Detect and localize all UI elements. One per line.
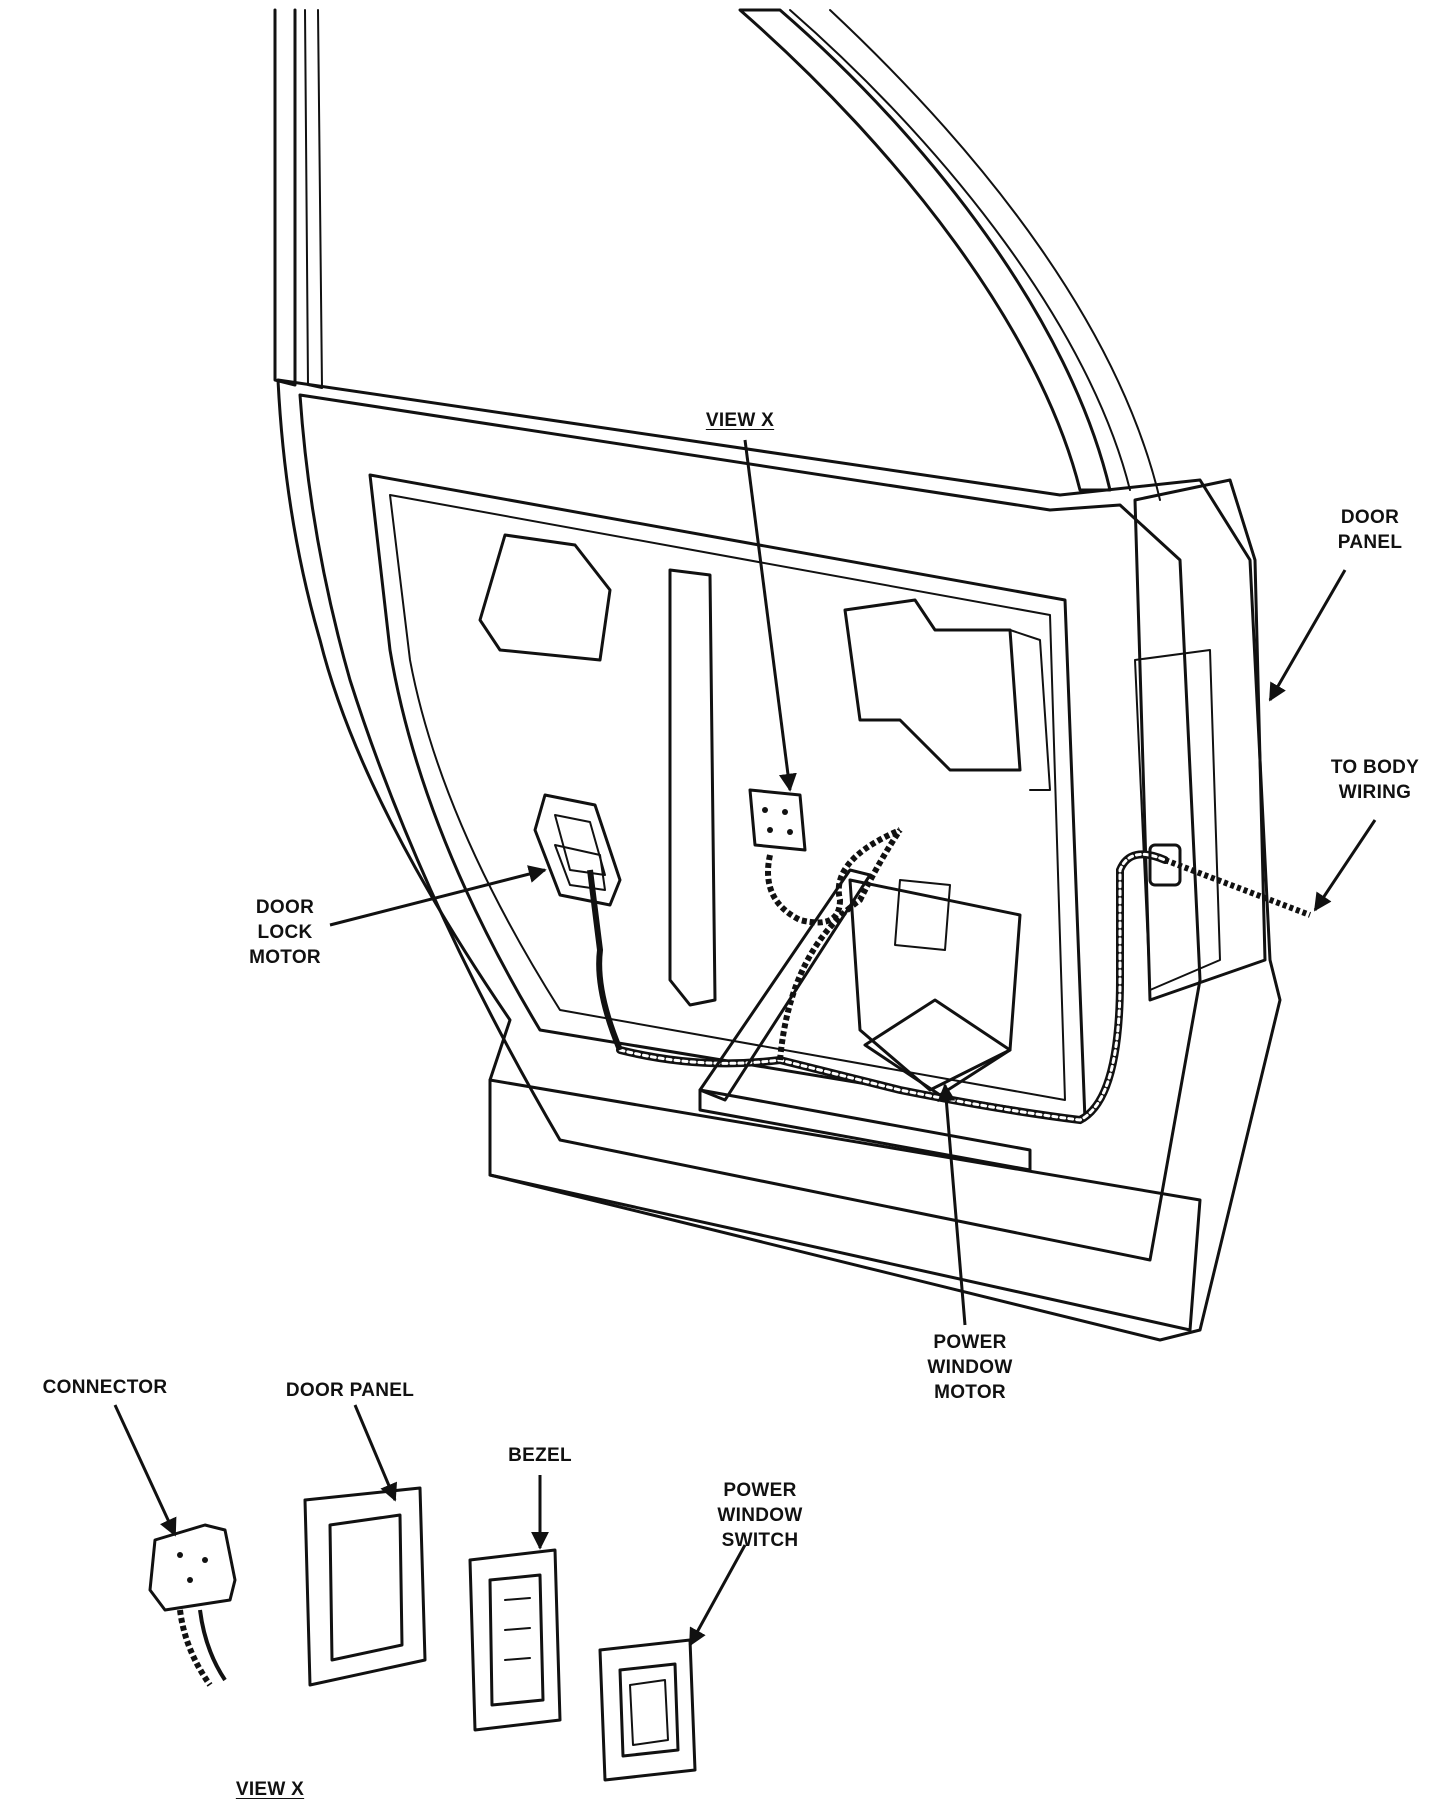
label-bezel: BEZEL — [508, 1445, 572, 1466]
label-view-x-top: VIEW X — [705, 410, 775, 431]
leader-power-window-motor — [937, 1083, 967, 1326]
label-view-x-bottom: VIEW X — [235, 1779, 305, 1800]
leader-power-window-switch — [688, 1544, 747, 1647]
label-power-window-switch: POWER WINDOW SWITCH — [717, 1480, 803, 1551]
wiring-harness — [587, 827, 1312, 1125]
detail-bezel — [468, 1548, 562, 1732]
door-body — [276, 378, 1282, 1342]
leader-view-x — [743, 439, 797, 792]
label-door-panel-detail: DOOR PANEL — [285, 1380, 415, 1401]
leader-door-panel — [1268, 569, 1347, 702]
leader-connector — [113, 1404, 177, 1537]
label-door-lock-motor: DOOR LOCK MOTOR — [249, 897, 321, 968]
label-to-body-wiring: TO BODY WIRING — [1330, 757, 1420, 803]
detail-power-window-switch — [598, 1638, 697, 1782]
leader-detail-door-panel — [353, 1404, 398, 1502]
label-connector: CONNECTOR — [42, 1377, 168, 1398]
detail-connector — [148, 1523, 237, 1687]
window-regulator — [698, 868, 1032, 1172]
body-wiring-grommet — [1148, 843, 1182, 887]
label-door-panel-right: DOOR PANEL — [1337, 507, 1403, 553]
leader-lines — [113, 439, 1377, 1647]
label-power-window-motor: POWER WINDOW MOTOR — [927, 1332, 1013, 1403]
door-connector — [748, 788, 807, 852]
detail-door-panel — [303, 1486, 427, 1687]
leader-body-wiring — [1313, 819, 1377, 912]
power-window-motor — [848, 878, 1022, 1097]
door-lock-motor — [533, 793, 622, 907]
leader-door-lock-motor — [329, 865, 547, 927]
